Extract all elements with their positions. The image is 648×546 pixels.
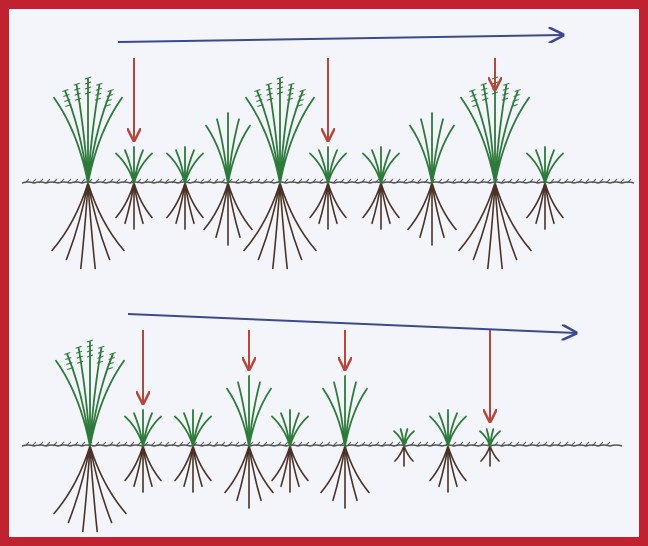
top-row-grass-plant-icon — [527, 147, 563, 229]
bottom-row-grass-plant-icon — [430, 410, 466, 492]
bottom-row-grass-plant-icon — [272, 410, 308, 492]
bottom-row-grass-plant-icon — [321, 376, 369, 508]
top-row-grass-plant-icon — [167, 147, 203, 229]
top-row-grass-plant-icon — [363, 147, 399, 229]
bottom-row-grass-plant-icon — [125, 410, 161, 492]
bottom-row-progression-arrow — [128, 314, 576, 333]
top-row-grass-plant-icon — [244, 77, 316, 269]
top-row-progression-arrow — [118, 35, 563, 42]
bottom-row-grass-plant-icon — [175, 410, 211, 492]
bottom-row-grass-plant-icon — [394, 429, 414, 466]
bottom-row-grass-plant-icon — [480, 429, 500, 466]
top-row-grass-plant-icon — [204, 113, 252, 245]
top-row-grass-plant-icon — [310, 147, 346, 229]
bottom-row-grass-plant-icon — [225, 376, 273, 508]
top-row-grass-plant-icon — [459, 77, 531, 269]
bottom-row-soil-line — [22, 442, 622, 446]
top-row-grass-plant-icon — [52, 77, 124, 269]
bottom-row-grass-plant-icon — [54, 340, 126, 532]
top-row-grass-plant-icon — [116, 147, 152, 229]
